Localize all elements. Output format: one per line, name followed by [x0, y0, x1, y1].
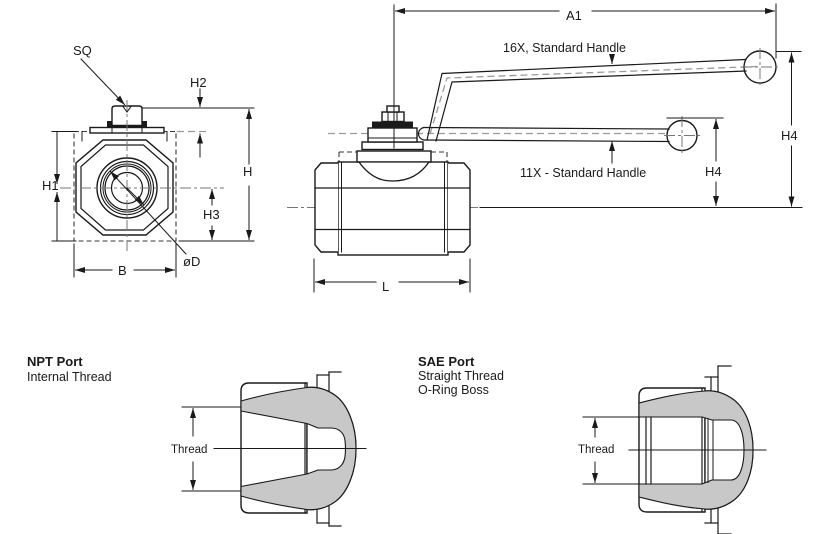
dim-label-od: øD	[183, 254, 200, 269]
sae-thread-label: Thread	[578, 444, 614, 456]
dimension-h4-11x: H4	[666, 117, 724, 206]
dimension-h4-16x: H4	[775, 51, 802, 207]
dimension-h3: H3	[203, 189, 220, 240]
sae-port-subtitle-2: O-Ring Boss	[418, 383, 489, 397]
dimension-h1: H1	[42, 131, 77, 242]
dim-label-h4-lower: H4	[705, 164, 722, 179]
npt-port-title: NPT Port	[27, 354, 83, 369]
dimension-h2: H2	[142, 75, 255, 158]
dim-label-sq: SQ	[73, 43, 92, 58]
sae-thread-dimension: Thread	[578, 416, 640, 485]
npt-thread-label: Thread	[171, 444, 207, 456]
dim-label-h4-upper: H4	[781, 128, 798, 143]
dimension-a1: A1	[395, 3, 777, 59]
handle-11x-label: 11X - Standard Handle	[520, 166, 646, 180]
sae-port-break-lines	[704, 365, 732, 534]
npt-port-break-lines	[316, 371, 342, 527]
callout-handle-11x: 11X - Standard Handle	[520, 141, 646, 180]
hex-boss-chamfer	[80, 144, 169, 231]
bonnet-dome	[357, 161, 431, 182]
dim-label-h3: H3	[203, 207, 220, 222]
dimension-od: øD	[109, 170, 200, 269]
dimension-b: B	[73, 243, 177, 278]
handle-11x	[417, 116, 700, 155]
sae-port-title: SAE Port	[418, 354, 475, 369]
sae-port-subtitle-1: Straight Thread	[418, 369, 504, 383]
dim-label-l: L	[382, 279, 389, 294]
dimension-l: L	[313, 258, 471, 294]
side-view-valve: A1 L H4 H4 16X, Standard Handle	[287, 3, 803, 294]
npt-port-section: Thread NPT Port Internal Thread	[27, 354, 367, 527]
dim-label-h: H	[243, 164, 252, 179]
npt-port-cross-section	[240, 386, 357, 511]
sae-port-section: Thread SAE Port Straight Thread O-Ring B…	[418, 354, 767, 534]
dim-label-b: B	[118, 263, 127, 278]
npt-thread-dimension: Thread	[171, 406, 242, 492]
dim-label-h1: H1	[42, 178, 59, 193]
stem-side	[361, 105, 424, 151]
dim-label-h2: H2	[190, 75, 207, 90]
npt-port-subtitle: Internal Thread	[27, 370, 112, 384]
dim-label-a1: A1	[566, 8, 582, 23]
callout-handle-16x: 16X, Standard Handle	[503, 41, 626, 64]
dimension-sq: SQ	[73, 43, 126, 106]
front-view-valve: SQ H2 H H1 H3	[42, 43, 255, 278]
handle-16x	[426, 48, 779, 142]
dimension-h: H	[178, 109, 255, 242]
valve-body-side	[314, 150, 471, 256]
handle-16x-label: 16X, Standard Handle	[503, 41, 626, 55]
